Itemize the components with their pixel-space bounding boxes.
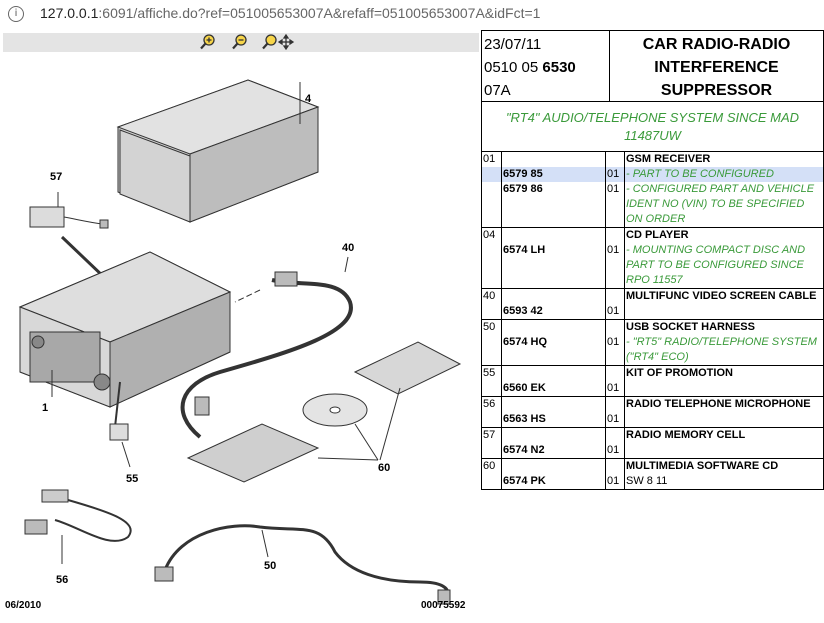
url-text[interactable]: 127.0.0.1:6091/affiche.do?ref=0510056530… xyxy=(40,5,540,21)
part-header-row: 60 MULTIMEDIA SOFTWARE CD xyxy=(481,458,824,474)
part-quantity: 01 xyxy=(605,412,625,428)
promotion-kit-drawing xyxy=(109,423,129,441)
callout-4: 4 xyxy=(305,93,312,105)
part-description: MULTIMEDIA SOFTWARE CD xyxy=(624,458,824,474)
part-number: 50 xyxy=(481,319,502,335)
microphone-drawing xyxy=(24,489,132,542)
manual-drawing xyxy=(353,341,462,395)
part-number: 01 xyxy=(481,152,502,167)
part-header-row: 57 RADIO MEMORY CELL xyxy=(481,427,824,443)
part-reference[interactable]: 6579 85 xyxy=(501,167,606,182)
part-header-row: 56 RADIO TELEPHONE MICROPHONE xyxy=(481,396,824,412)
part-reference[interactable]: 6574 N2 xyxy=(501,443,606,459)
part-quantity: 01 xyxy=(605,335,625,366)
part-description: KIT OF PROMOTION xyxy=(624,365,824,381)
usb-harness-drawing xyxy=(163,524,450,598)
address-bar[interactable]: i 127.0.0.1:6091/affiche.do?ref=05100565… xyxy=(0,0,824,30)
part-header-row: 50 USB SOCKET HARNESS xyxy=(481,319,824,335)
part-description: CD PLAYER xyxy=(624,227,824,243)
part-header-row: 55 KIT OF PROMOTION xyxy=(481,365,824,381)
part-reference[interactable]: 6563 HS xyxy=(501,412,606,428)
part-quantity: 01 xyxy=(605,243,625,289)
callout-1: 1 xyxy=(42,402,48,414)
video-cable-drawing xyxy=(180,278,353,439)
callout-40: 40 xyxy=(342,242,354,254)
part-reference[interactable]: 6560 EK xyxy=(501,381,606,397)
part-quantity: 01 xyxy=(605,182,625,228)
header-title: CAR RADIO-RADIO INTERFERENCE SUPPRESSOR xyxy=(609,30,824,102)
part-number: 04 xyxy=(481,227,502,243)
url-path: :6091/affiche.do?ref=051005653007A&refaf… xyxy=(98,5,541,21)
part-quantity: 01 xyxy=(605,381,625,397)
part-reference[interactable]: 6574 HQ xyxy=(501,335,606,366)
part-quantity: 01 xyxy=(605,304,625,320)
callout-60: 60 xyxy=(378,462,390,474)
header-code-suffix: 07A xyxy=(484,82,511,99)
part-reference[interactable]: 6574 LH xyxy=(501,243,606,289)
part-header-row: 04 CD PLAYER xyxy=(481,227,824,243)
part-quantity: 01 xyxy=(605,474,625,490)
zoom-toolbar xyxy=(3,33,479,52)
part-description: MULTIFUNC VIDEO SCREEN CABLE xyxy=(624,288,824,304)
part-note: SW 8 11 xyxy=(624,474,824,490)
callout-57: 57 xyxy=(50,171,62,183)
zoom-out-icon[interactable] xyxy=(231,34,249,50)
part-note: - CONFIGURED PART AND VEHICLE IDENT NO (… xyxy=(624,182,824,228)
part-note xyxy=(624,443,824,459)
part-header-row: 40 MULTIFUNC VIDEO SCREEN CABLE xyxy=(481,288,824,304)
part-number: 40 xyxy=(481,288,502,304)
url-host: 127.0.0.1 xyxy=(40,5,99,21)
part-description: GSM RECEIVER xyxy=(624,152,824,167)
part-description: RADIO TELEPHONE MICROPHONE xyxy=(624,396,824,412)
part-note xyxy=(624,304,824,320)
exploded-parts-diagram: 4 57 40 1 55 60 56 50 xyxy=(18,79,462,605)
radio-unit-drawing xyxy=(18,251,232,408)
info-icon[interactable]: i xyxy=(8,6,24,22)
subtitle: "RT4" AUDIO/TELEPHONE SYSTEM SINCE MAD 1… xyxy=(481,102,824,152)
part-reference[interactable]: 6593 42 xyxy=(501,304,606,320)
zoom-pan-icon[interactable] xyxy=(261,34,295,50)
part-note: - PART TO BE CONFIGURED xyxy=(624,167,824,182)
part-number: 55 xyxy=(481,365,502,381)
header-codes: 23/07/11 0510 05 6530 07A xyxy=(481,30,609,102)
part-description: USB SOCKET HARNESS xyxy=(624,319,824,335)
drawing-date: 06/2010 xyxy=(5,600,42,611)
drawing-ref: 00075592 xyxy=(421,600,466,611)
part-number: 56 xyxy=(481,396,502,412)
part-number: 60 xyxy=(481,458,502,474)
part-note xyxy=(624,412,824,428)
cd-player-drawing xyxy=(116,79,320,223)
illustration-pane: 4 57 40 1 55 60 56 50 06/2010 00075592 xyxy=(0,30,479,623)
header-date: 23/07/11 xyxy=(484,36,542,53)
callout-55: 55 xyxy=(126,473,138,485)
part-note: - "RT5" RADIO/TELEPHONE SYSTEM ("RT4" EC… xyxy=(624,335,824,366)
part-description: RADIO MEMORY CELL xyxy=(624,427,824,443)
part-reference[interactable]: 6574 PK xyxy=(501,474,606,490)
part-reference[interactable]: 6579 86 xyxy=(501,182,606,228)
part-number: 57 xyxy=(481,427,502,443)
part-quantity: 01 xyxy=(605,167,625,182)
parts-list-pane: 23/07/11 0510 05 6530 07A CAR RADIO-RADI… xyxy=(481,30,824,623)
callout-50: 50 xyxy=(264,560,276,572)
part-note: - MOUNTING COMPACT DISC AND PART TO BE C… xyxy=(624,243,824,289)
part-header-row: 01 GSM RECEIVER xyxy=(481,152,824,167)
zoom-in-icon[interactable] xyxy=(199,34,217,50)
callout-56: 56 xyxy=(56,574,68,586)
part-quantity: 01 xyxy=(605,443,625,459)
header-code: 0510 05 6530 xyxy=(484,59,576,76)
memory-cell-drawing xyxy=(29,206,109,229)
part-note xyxy=(624,381,824,397)
